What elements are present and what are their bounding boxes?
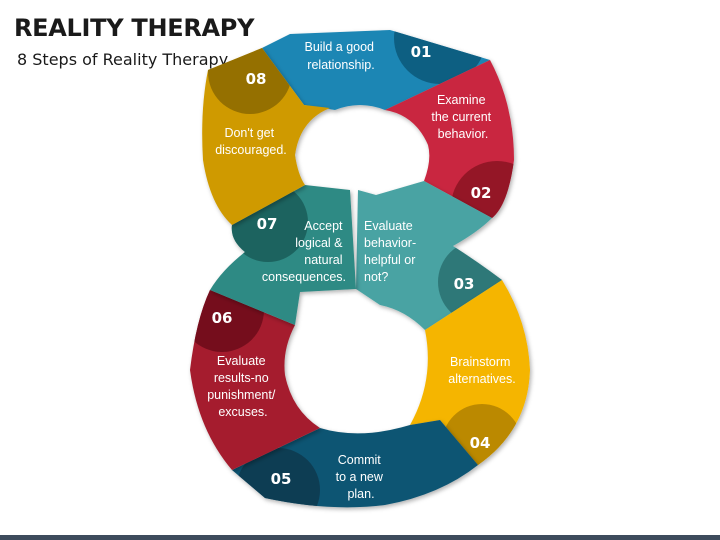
- number-badge-circle: [236, 448, 320, 508]
- step-6-number: 06: [212, 309, 233, 327]
- step-7-number: 07: [257, 215, 278, 233]
- step-4-number: 04: [470, 434, 491, 452]
- page-subtitle: 8 Steps of Reality Therapy: [17, 50, 229, 69]
- step-5-number: 05: [271, 470, 292, 488]
- step-3-text: Evaluate behavior- helpful or not?: [364, 219, 420, 284]
- step-5-segment: [232, 420, 478, 508]
- step-4-text: Brainstorm alternatives.: [448, 355, 515, 386]
- page-title: REALITY THERAPY: [14, 14, 255, 42]
- number-badge-circle: [190, 290, 264, 352]
- step-6-segment: [190, 290, 320, 470]
- step-8-text: Don't get discouraged.: [215, 126, 287, 157]
- step-6-text: Evaluate results-no punishment/ excuses.: [207, 354, 279, 419]
- step-1-text: Build a good relationship.: [305, 40, 378, 72]
- footer-bar: [0, 535, 720, 540]
- step-5-text: Commit to a new plan.: [336, 453, 387, 501]
- step-2-number: 02: [471, 184, 492, 202]
- step-7-text: Accept logical & natural consequences.: [262, 219, 346, 284]
- step-8-number: 08: [246, 70, 267, 88]
- step-2-segment: [385, 60, 514, 218]
- step-2-text: Examine the current behavior.: [431, 93, 494, 141]
- step-3-number: 03: [454, 275, 475, 293]
- number-badge-circle: [451, 161, 514, 218]
- step-1-number: 01: [411, 43, 432, 61]
